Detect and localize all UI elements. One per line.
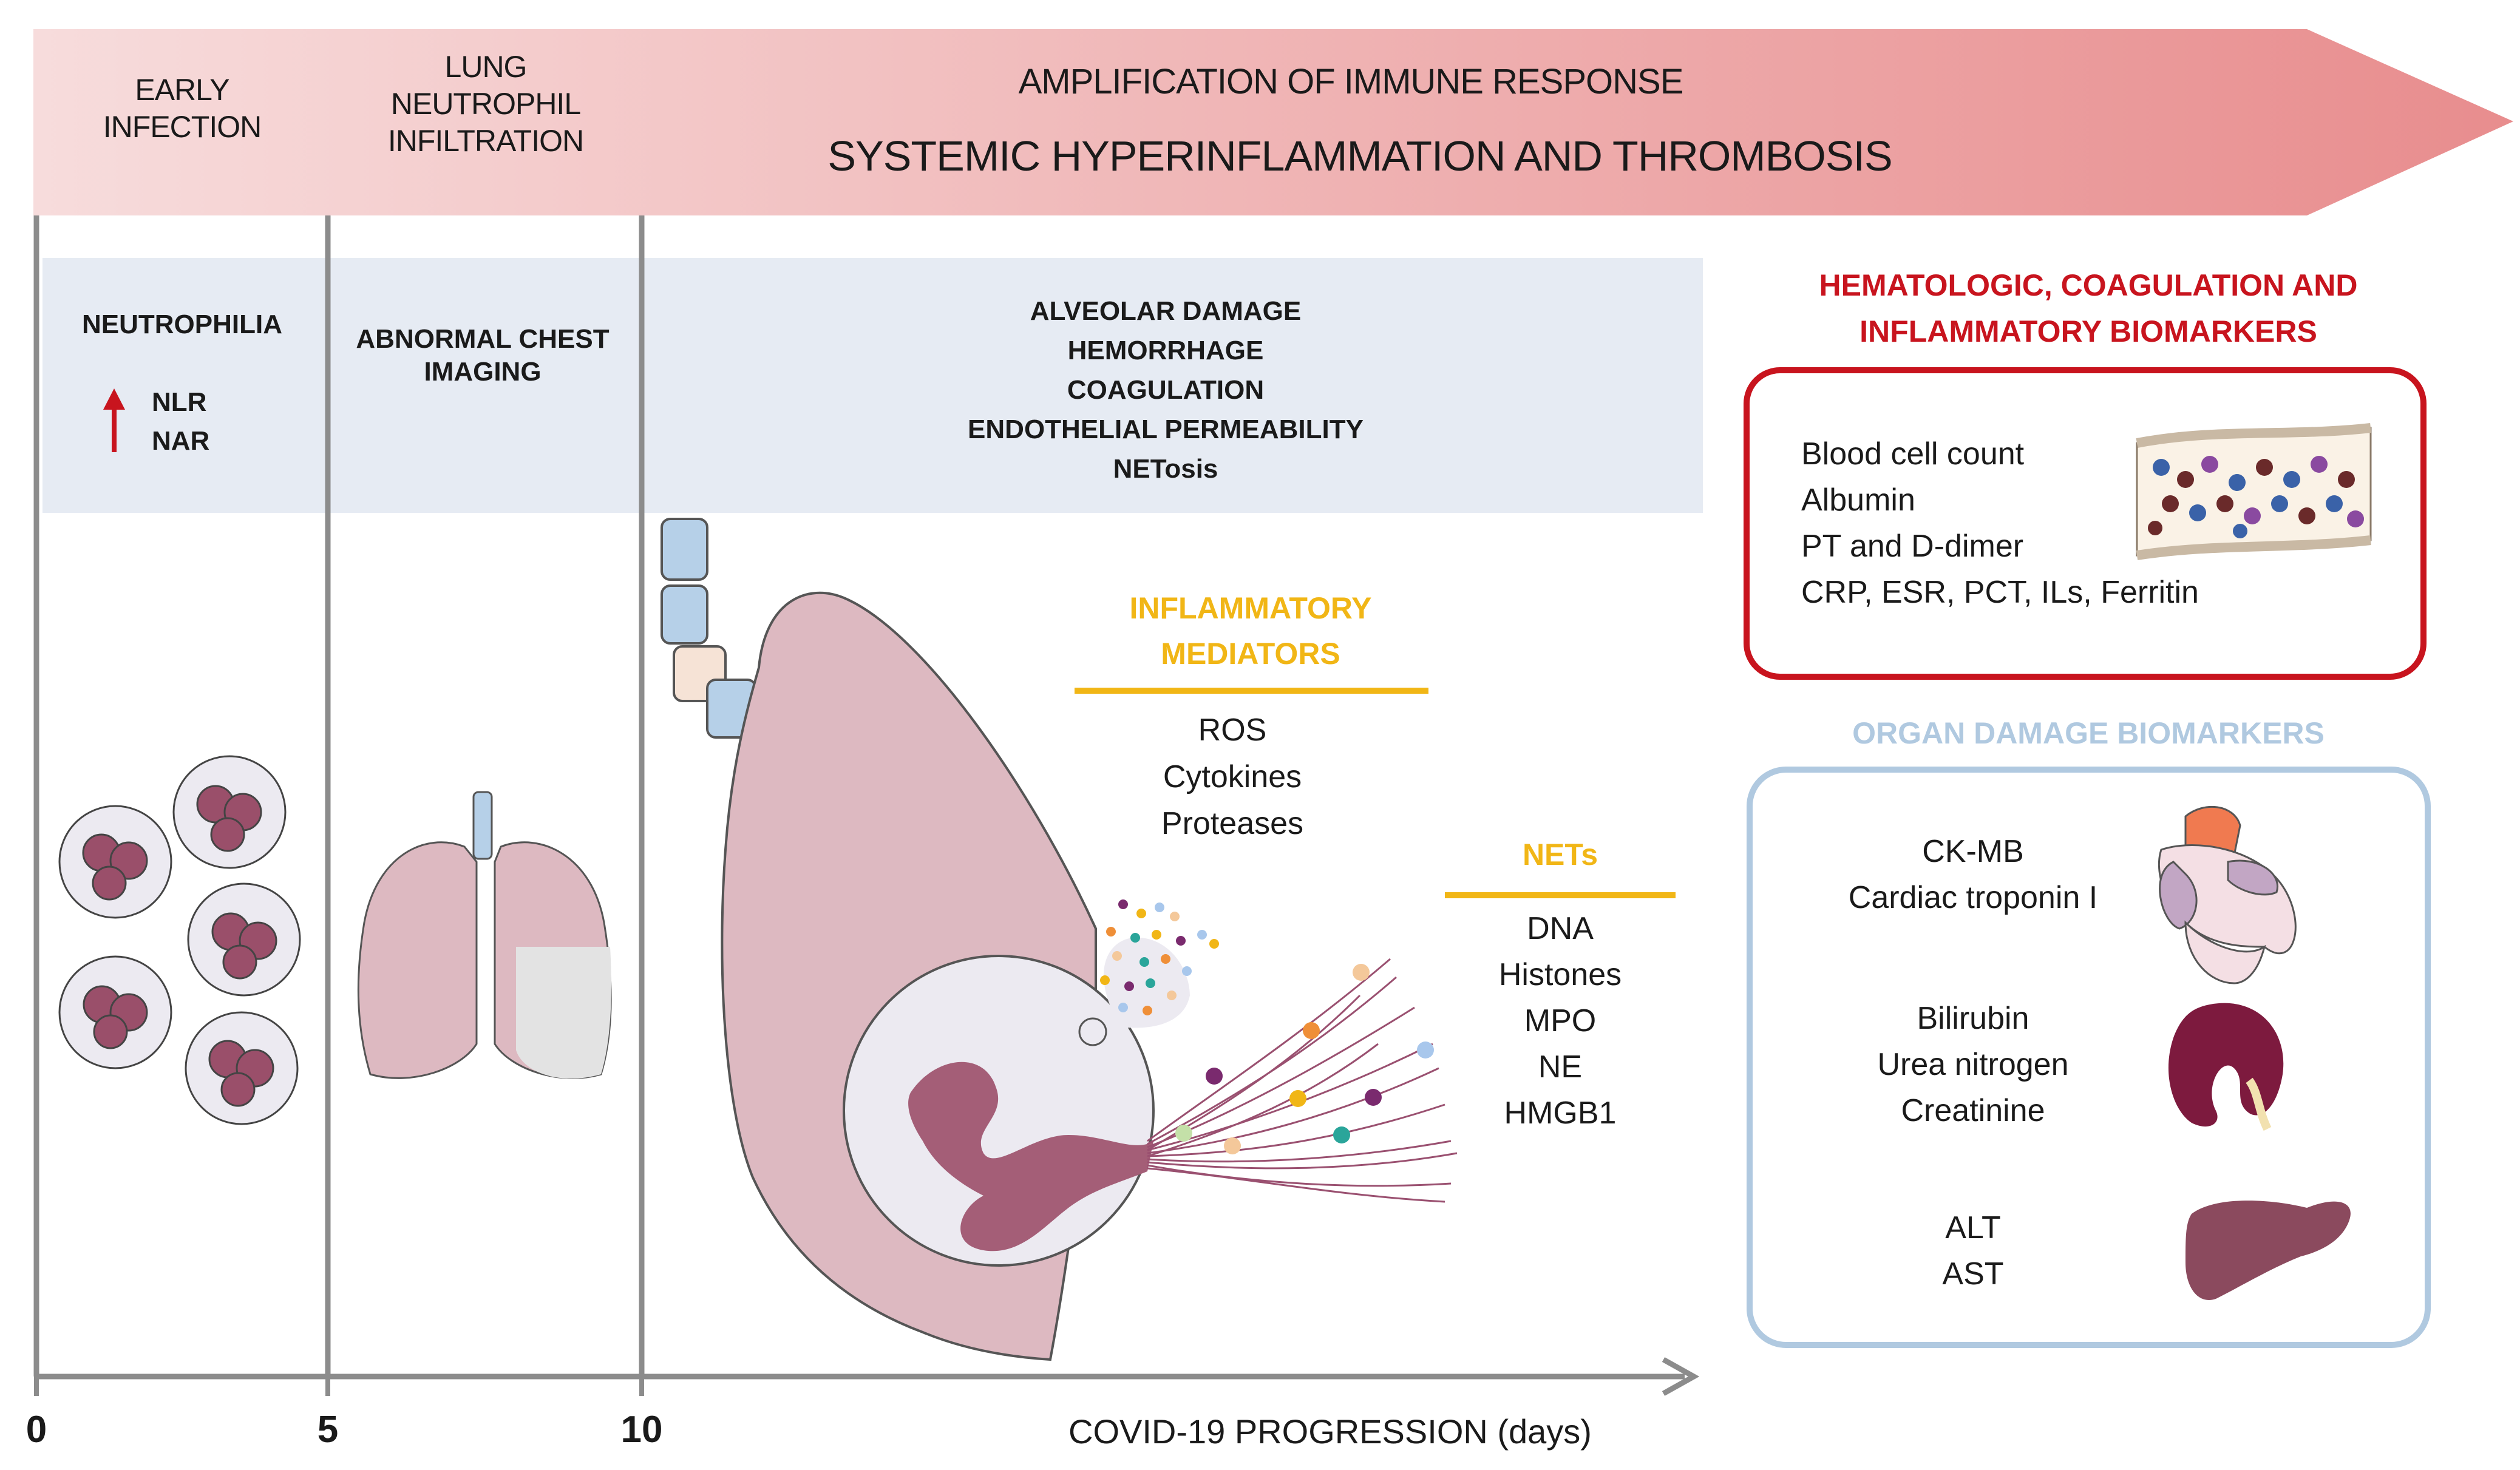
net-particles-icon [1175,964,1434,1154]
feature-band [42,258,1703,513]
mediator-release-icon [1078,899,1219,1046]
nar-label: NAR [152,426,210,456]
amplification-header: AMPLIFICATION OF IMMUNE RESPONSE [1018,62,1684,101]
phase-label-early: EARLY INFECTION [67,72,297,146]
hematologic-title-line: INFLAMMATORY BIOMARKERS [1859,314,2317,348]
nets-item: NE [1538,1049,1583,1085]
axis-tick-5: 5 [317,1409,339,1451]
nets-title: NETs [1522,838,1598,872]
timeline-banner-arrow [33,29,2513,215]
chest-imaging-label: ABNORMAL CHEST IMAGING [337,323,628,388]
mediator-item: ROS [1198,713,1267,748]
kidney-biomarkers: Bilirubin Urea nitrogen Creatinine [1821,995,2125,1134]
organ-biomarker: AST [1942,1256,2004,1292]
mediator-item: Cytokines [1163,759,1302,794]
hematologic-title: HEMATOLOGIC, COAGULATION AND INFLAMMATOR… [1730,262,2447,354]
feature-item: ENDOTHELIAL PERMEABILITY [968,415,1364,444]
organ-biomarker: Creatinine [1901,1093,2045,1128]
hematologic-title-line: HEMATOLOGIC, COAGULATION AND [1819,268,2358,302]
nets-item: MPO [1524,1003,1597,1038]
blood-vessel-icon [2136,423,2372,560]
liver-icon [2185,1201,2351,1300]
feature-item: NETosis [1113,454,1218,484]
mediators-title: INFLAMMATORY MEDIATORS [1068,586,1433,677]
up-arrow-icon [103,388,125,452]
hematologic-list: Blood cell count Albumin PT and D-dimer … [1801,431,2199,615]
neutrophilia-label: NEUTROPHILIA [82,310,282,339]
lungs-imaging-icon [357,791,612,1079]
neutrophil-nucleus-icon [908,1062,1153,1252]
phase-label-line: INFILTRATION [387,124,584,158]
heart-icon [2158,805,2297,984]
mediators-list: ROS Cytokines Proteases [1111,707,1354,847]
mediator-item: Proteases [1161,806,1304,841]
hematologic-item: Albumin [1801,483,1915,518]
systemic-header: SYSTEMIC HYPERINFLAMMATION AND THROMBOSI… [827,132,1892,180]
organ-damage-title: ORGAN DAMAGE BIOMARKERS [1852,716,2325,750]
organ-biomarker: Cardiac troponin I [1848,880,2098,915]
net-strands-icon [1147,958,1458,1203]
axis-tick-10: 10 [620,1409,663,1451]
organ-biomarker: ALT [1945,1210,2001,1245]
axis-label: COVID-19 PROGRESSION (days) [1068,1412,1592,1451]
feature-item: ALVEOLAR DAMAGE [1030,296,1302,326]
nlr-label: NLR [152,387,207,417]
phase-label-line: EARLY [135,73,229,107]
heart-biomarkers: CK-MB Cardiac troponin I [1809,828,2137,921]
chest-imaging-line: ABNORMAL CHEST [356,324,610,354]
liver-biomarkers: ALT AST [1882,1205,2064,1297]
organ-biomarker: Urea nitrogen [1877,1047,2069,1082]
progression-axis [34,1357,1700,1396]
axis-tick-0: 0 [25,1409,47,1451]
kidney-icon [2168,1003,2284,1131]
organ-biomarker: CK-MB [1922,834,2024,869]
nets-item: HMGB1 [1504,1096,1617,1131]
nets-item: DNA [1527,911,1594,946]
feature-item: HEMORRHAGE [1067,336,1264,365]
nets-list: DNA Histones MPO NE HMGB1 [1469,906,1651,1136]
phase-label-line: INFECTION [103,110,262,144]
feature-item: COAGULATION [1067,375,1265,405]
hematologic-item: CRP, ESR, PCT, ILs, Ferritin [1801,575,2199,610]
chest-imaging-line: IMAGING [424,356,542,387]
organ-biomarker: Bilirubin [1917,1001,2029,1036]
systemic-features-list: ALVEOLAR DAMAGE HEMORRHAGE COAGULATION E… [862,291,1469,489]
phase-label-line: LUNG [444,50,528,84]
phase-label-lung: LUNG NEUTROPHIL INFILTRATION [358,49,613,160]
hematologic-item: Blood cell count [1801,436,2025,472]
neutrophil-cluster-icon [58,755,301,1125]
phase-label-line: NEUTROPHIL [390,87,581,121]
hematologic-item: PT and D-dimer [1801,529,2024,564]
nets-item: Histones [1498,957,1622,992]
mediators-title-line: MEDIATORS [1161,637,1340,671]
mediators-title-line: INFLAMMATORY [1129,591,1372,625]
